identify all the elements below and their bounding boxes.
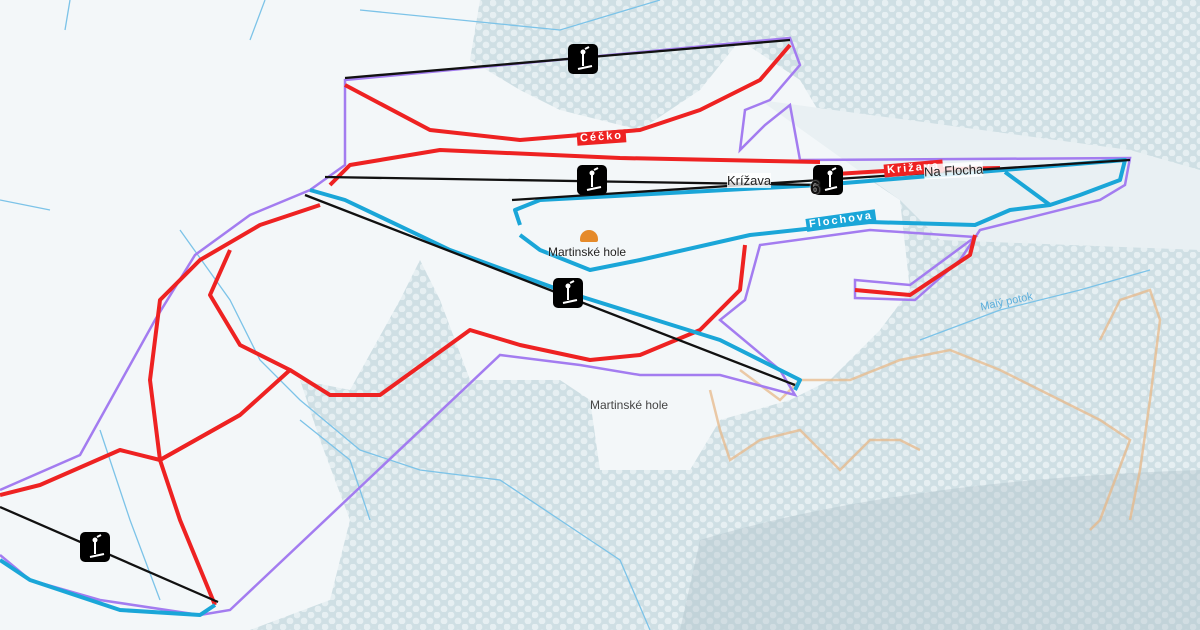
ski-lift-icon-numbered[interactable] xyxy=(813,165,843,195)
ski-lift-icon[interactable] xyxy=(577,165,607,195)
ski-lift-icon[interactable] xyxy=(568,44,598,74)
lift-label-na-flocha[interactable]: Na Flocha xyxy=(923,161,984,180)
lift-number: 6 xyxy=(810,178,821,198)
area-label: Martinské hole xyxy=(590,398,669,412)
resort-label[interactable]: Martinské hole xyxy=(548,245,627,259)
ski-lift-icon[interactable] xyxy=(553,278,583,308)
ski-lift-icon[interactable] xyxy=(80,532,110,562)
lift-label-krizava[interactable]: Krížava xyxy=(727,173,772,188)
shadow-se xyxy=(680,470,1200,630)
resort-icon xyxy=(580,230,598,242)
